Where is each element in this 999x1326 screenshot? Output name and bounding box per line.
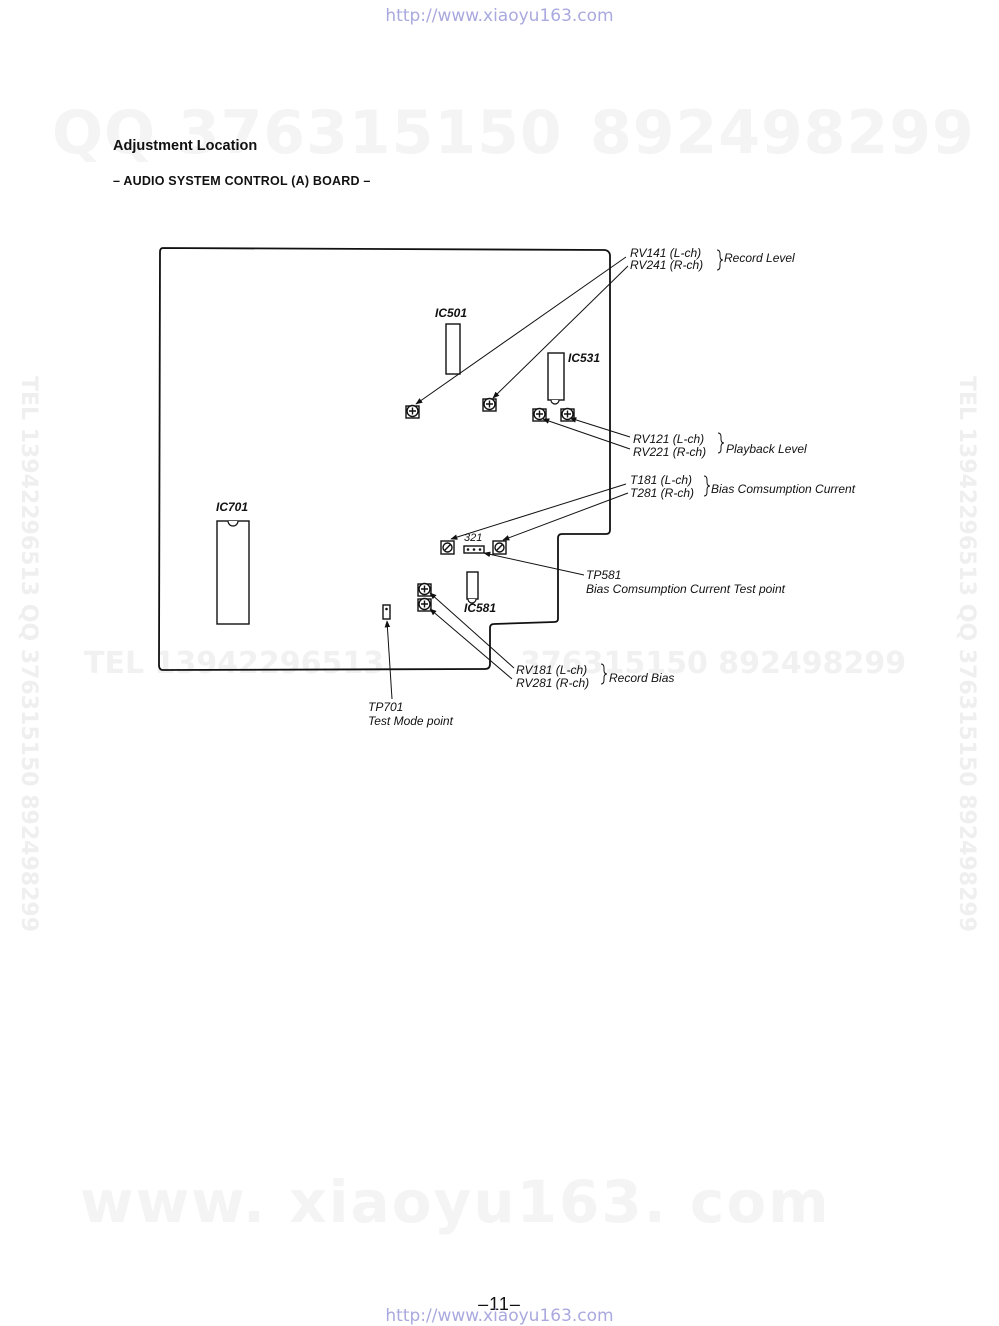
ic531-label: IC531 [568,351,600,365]
bias-current-label: Bias Comsumption Current [711,482,856,496]
leader-tp701 [384,620,393,700]
watermark-website: www. xiaoyu163. com [80,1168,831,1236]
record-level-label: Record Level [724,251,795,265]
rv141-label: RV141 (L-ch) [630,246,701,260]
rv181-label: RV181 (L-ch) [516,663,587,677]
watermark-vertical-right: TEL 13942296513 QQ 376315150 892498299 [954,376,979,933]
board-subtitle: – AUDIO SYSTEM CONTROL (A) BOARD – [113,174,371,188]
watermark-qq-2: 892498299 [590,98,975,168]
rv221-label: RV221 (R-ch) [633,445,706,459]
leader-rv221 [542,418,631,450]
tp701-test-point-icon [382,604,391,620]
rv281-trimmer-icon [417,597,432,612]
ic501-body [445,323,461,375]
ic581-label: IC581 [464,601,496,615]
playback-level-label: Playback Level [726,442,807,456]
brace-record-bias [600,663,608,685]
source-url-top[interactable]: http://www.xiaoyu163.com [385,6,614,26]
rv141-trimmer-icon [405,404,420,419]
tp701-desc: Test Mode point [368,714,454,728]
rv121-label: RV121 (L-ch) [633,432,704,446]
ic581-notch [467,598,477,604]
rv121-trimmer-icon [532,407,547,422]
watermark-qq: QQ 376315150 [52,98,563,168]
ic701-notch [227,520,239,527]
rv241-label: RV241 (R-ch) [630,258,703,272]
t181-coil-icon [440,540,455,555]
rv281-label: RV281 (R-ch) [516,676,589,690]
ic701-label: IC701 [216,500,248,514]
page-title: Adjustment Location [113,138,258,154]
leader-rv181 [429,592,515,669]
rv241-trimmer-icon [482,397,497,412]
source-url-bottom[interactable]: http://www.xiaoyu163.com [385,1306,614,1326]
t281-coil-icon [492,540,507,555]
leader-t281 [502,492,629,541]
leader-rv241 [492,265,629,399]
leader-tp581 [483,551,585,576]
watermark-vertical-left: TEL 13942296513 QQ 376315150 892498299 [16,376,41,933]
ic531-body [547,352,565,401]
connector-number: 321 [464,532,482,544]
page-number: –11– [478,1294,521,1314]
board-outline [158,247,611,671]
t281-label: T281 (R-ch) [630,486,694,500]
leader-rv281 [429,608,513,680]
t181-label: T181 (L-ch) [630,473,692,487]
brace-playback-level [717,432,725,454]
ic501-label: IC501 [435,306,467,320]
watermark-tel: TEL 13942296513 [84,646,385,681]
tp581-label: TP581 [586,568,621,582]
watermark-tel-2: 376315150 892498299 [520,646,907,681]
record-bias-label: Record Bias [609,671,674,685]
tp581-desc: Bias Comsumption Current Test point [586,582,786,596]
ic701-body [216,520,250,625]
leader-t181 [450,483,627,540]
leader-rv141 [415,256,627,405]
rv181-trimmer-icon [417,582,432,597]
ic531-notch [550,399,560,405]
brace-bias-current [703,475,711,497]
brace-record-level [716,249,724,271]
tp701-label: TP701 [368,700,403,714]
leader-rv121 [569,417,631,438]
ic581-body [466,571,479,600]
